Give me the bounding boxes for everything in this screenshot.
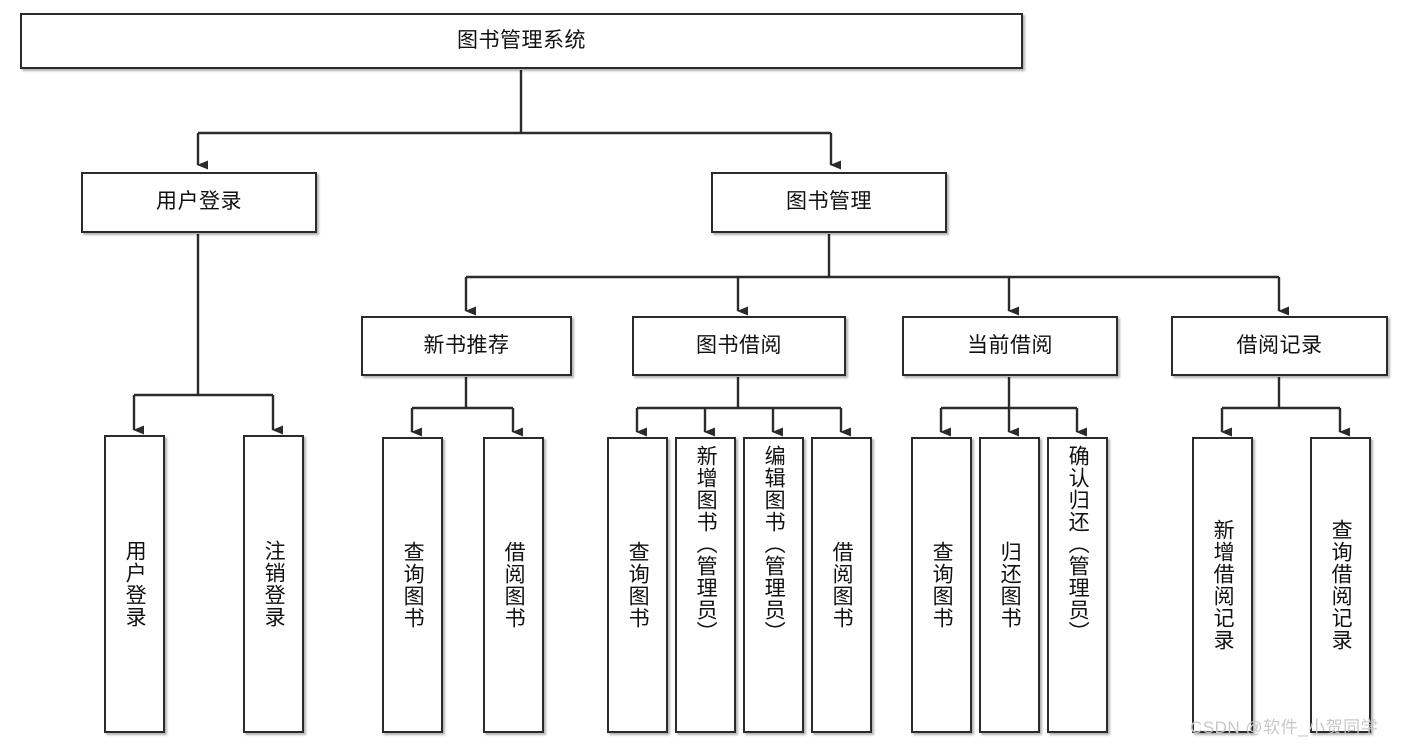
node-book-management[interactable]: 图书管理: [711, 172, 947, 233]
node-label: 借阅图书: [830, 541, 854, 629]
leaf-current-query-book[interactable]: 查询图书: [911, 437, 972, 733]
csdn-watermark: CSDN @软件_小贺同学: [1190, 718, 1379, 737]
node-label: 注销登录: [262, 540, 286, 628]
leaf-borrow-borrow-book[interactable]: 借阅图书: [811, 437, 872, 733]
node-label: 归还图书: [998, 541, 1022, 629]
node-label: 新增图书（管理员）: [694, 445, 718, 643]
node-label: 图书管理: [786, 190, 872, 214]
leaf-record-query-record[interactable]: 查询借阅记录: [1310, 437, 1371, 733]
leaf-borrow-query-book[interactable]: 查询图书: [607, 437, 668, 733]
leaf-current-confirm-return-admin[interactable]: 确认归还（管理员）: [1047, 437, 1108, 733]
node-new-book-recommend[interactable]: 新书推荐: [361, 316, 572, 376]
node-label: 确认归还（管理员）: [1066, 445, 1090, 643]
node-label: 借阅记录: [1236, 333, 1323, 357]
node-label: 编辑图书（管理员）: [762, 445, 786, 643]
leaf-current-return-book[interactable]: 归还图书: [979, 437, 1040, 733]
leaf-borrow-edit-book-admin[interactable]: 编辑图书（管理员）: [743, 437, 804, 733]
node-label: 新增借阅记录: [1211, 519, 1235, 651]
node-label: 当前借阅: [967, 333, 1053, 357]
node-label: 借阅图书: [502, 541, 526, 629]
leaf-user-login-signin[interactable]: 用户登录: [104, 435, 165, 733]
node-label: 用户登录: [123, 540, 147, 628]
node-current-borrow[interactable]: 当前借阅: [902, 316, 1118, 376]
node-label: 查询图书: [626, 541, 650, 629]
node-label: 图书借阅: [696, 333, 782, 357]
leaf-record-add-record[interactable]: 新增借阅记录: [1192, 437, 1253, 733]
leaf-user-login-signout[interactable]: 注销登录: [243, 435, 304, 733]
node-label: 新书推荐: [423, 333, 510, 357]
leaf-recommend-borrow-book[interactable]: 借阅图书: [483, 437, 544, 733]
leaf-recommend-query-book[interactable]: 查询图书: [382, 437, 443, 733]
node-borrow-record[interactable]: 借阅记录: [1171, 316, 1388, 376]
node-book-borrow[interactable]: 图书借阅: [632, 316, 846, 376]
node-label: 查询借阅记录: [1329, 519, 1353, 651]
node-label: 查询图书: [401, 541, 425, 629]
leaf-borrow-add-book-admin[interactable]: 新增图书（管理员）: [675, 437, 736, 733]
node-label: 查询图书: [930, 541, 954, 629]
node-label: 用户登录: [156, 190, 242, 214]
node-user-login[interactable]: 用户登录: [81, 172, 317, 233]
node-label: 图书管理系统: [457, 28, 586, 52]
node-root-library-system[interactable]: 图书管理系统: [20, 13, 1023, 69]
